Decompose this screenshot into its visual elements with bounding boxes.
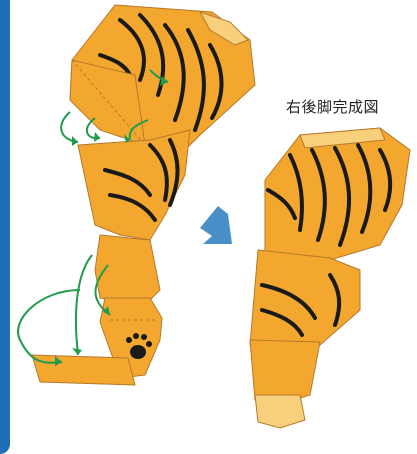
assembled-leg — [249, 127, 411, 429]
unfolded-leg-parts — [17, 4, 256, 386]
paw-print-icon — [126, 333, 152, 359]
assembled-stripes — [260, 143, 393, 337]
shank-stripes — [103, 138, 180, 222]
assembled-thigh-top — [299, 127, 386, 149]
thigh-side-tab — [69, 59, 146, 146]
completed-figure-caption: 右後脚完成図 — [286, 98, 380, 116]
thigh-flap — [198, 11, 249, 46]
panel-accent-bar — [0, 0, 10, 454]
lower-leg-part — [94, 234, 161, 301]
fold-arrowheads — [55, 76, 168, 366]
direction-arrow-icon — [200, 206, 232, 244]
sole-strip — [31, 354, 136, 386]
assembled-shank — [249, 249, 361, 346]
assembled-foot — [254, 394, 306, 429]
